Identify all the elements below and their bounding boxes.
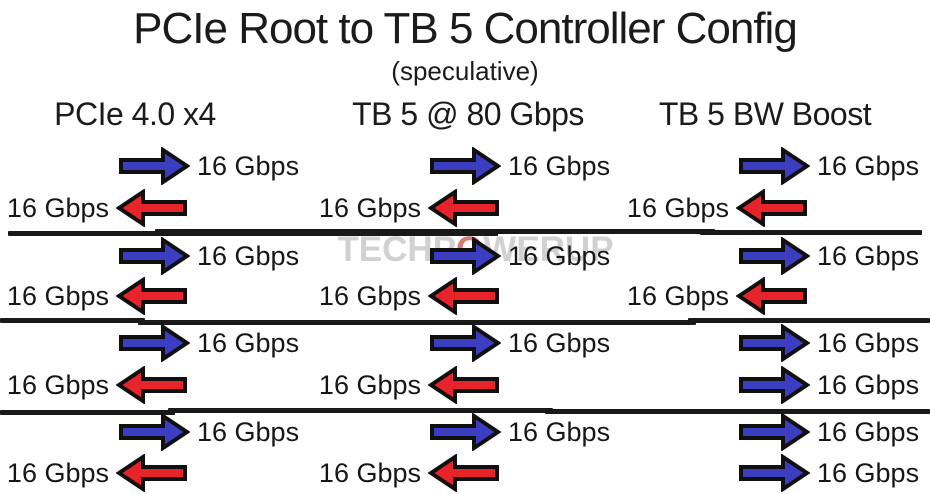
lane-label: 16 Gbps: [508, 416, 611, 447]
arrow-right-icon: [739, 237, 810, 275]
lane-label: 16 Gbps: [197, 327, 300, 358]
lane-label: 16 Gbps: [318, 280, 421, 311]
lane: 16 Gbps: [7, 276, 188, 316]
arrow-left-icon: [428, 277, 499, 315]
lane-label: 16 Gbps: [508, 327, 611, 358]
arrow-right-icon: [739, 147, 810, 185]
lane-label: 16 Gbps: [6, 192, 109, 223]
lane: 16 Gbps: [7, 453, 188, 493]
arrow-right-icon: [430, 147, 501, 185]
lane: 16 Gbps: [738, 323, 919, 363]
lane: 16 Gbps: [738, 236, 919, 276]
lane: 16 Gbps: [429, 146, 610, 186]
divider-segment: [168, 408, 553, 413]
arrow-right-icon: [739, 324, 810, 362]
lane-label: 16 Gbps: [817, 369, 920, 400]
arrow-left-icon: [116, 277, 187, 315]
lane: 16 Gbps: [429, 412, 610, 452]
lane: 16 Gbps: [319, 276, 500, 316]
divider-segment: [155, 229, 715, 234]
lane-label: 16 Gbps: [817, 416, 920, 447]
arrow-left-icon: [736, 277, 807, 315]
divider-segment: [688, 318, 930, 323]
column-header-tb5-boost: TB 5 BW Boost: [658, 96, 872, 132]
lane: 16 Gbps: [738, 146, 919, 186]
page-title: PCIe Root to TB 5 Controller Config: [133, 4, 798, 53]
lane-label: 16 Gbps: [817, 150, 920, 181]
arrow-right-icon: [119, 237, 190, 275]
arrow-left-icon: [116, 366, 187, 404]
lane-label: 16 Gbps: [318, 369, 421, 400]
arrow-left-icon: [428, 454, 499, 492]
arrow-right-icon: [430, 237, 501, 275]
column-header-tb5-80: TB 5 @ 80 Gbps: [352, 96, 584, 132]
arrow-right-icon: [739, 413, 810, 451]
lane-label: 16 Gbps: [508, 150, 611, 181]
lane: 16 Gbps: [118, 236, 299, 276]
lane-label: 16 Gbps: [318, 192, 421, 223]
lane-label: 16 Gbps: [6, 457, 109, 488]
lane-label: 16 Gbps: [508, 240, 611, 271]
watermark-text: WERUP: [483, 230, 614, 269]
divider-segment: [138, 320, 696, 325]
lane: 16 Gbps: [738, 412, 919, 452]
arrow-right-icon: [119, 147, 190, 185]
arrow-left-icon: [116, 189, 187, 227]
lane-label: 16 Gbps: [318, 457, 421, 488]
arrow-right-icon: [119, 413, 190, 451]
lane: 16 Gbps: [118, 323, 299, 363]
arrow-left-icon: [736, 189, 807, 227]
lane: 16 Gbps: [319, 453, 500, 493]
lane-label: 16 Gbps: [197, 150, 300, 181]
page-subtitle: (speculative): [391, 56, 539, 86]
lane-label: 16 Gbps: [626, 280, 729, 311]
arrow-left-icon: [428, 189, 499, 227]
lane-label: 16 Gbps: [626, 192, 729, 223]
lane: 16 Gbps: [627, 188, 808, 228]
lane-label: 16 Gbps: [817, 457, 920, 488]
lane-label: 16 Gbps: [817, 240, 920, 271]
divider-segment: [0, 318, 145, 323]
lane: 16 Gbps: [738, 453, 919, 493]
arrow-right-icon: [739, 454, 810, 492]
lane: 16 Gbps: [319, 188, 500, 228]
lane: 16 Gbps: [7, 365, 188, 405]
lane: 16 Gbps: [118, 412, 299, 452]
arrow-left-icon: [428, 366, 499, 404]
lane: 16 Gbps: [429, 323, 610, 363]
lane: 16 Gbps: [627, 276, 808, 316]
arrow-right-icon: [119, 324, 190, 362]
lane-label: 16 Gbps: [197, 240, 300, 271]
lane-label: 16 Gbps: [197, 416, 300, 447]
lane: 16 Gbps: [319, 365, 500, 405]
lane: 16 Gbps: [7, 188, 188, 228]
arrow-right-icon: [739, 366, 810, 404]
lane: 16 Gbps: [118, 146, 299, 186]
arrow-right-icon: [430, 413, 501, 451]
lane: 16 Gbps: [738, 365, 919, 405]
lane: 16 Gbps: [429, 236, 610, 276]
lane-label: 16 Gbps: [6, 369, 109, 400]
lane-label: 16 Gbps: [817, 327, 920, 358]
arrow-left-icon: [116, 454, 187, 492]
lane-label: 16 Gbps: [6, 280, 109, 311]
arrow-right-icon: [430, 324, 501, 362]
column-header-pcie: PCIe 4.0 x4: [54, 96, 216, 132]
divider-segment: [545, 409, 930, 414]
divider-segment: [0, 410, 175, 415]
divider-segment: [700, 230, 922, 235]
